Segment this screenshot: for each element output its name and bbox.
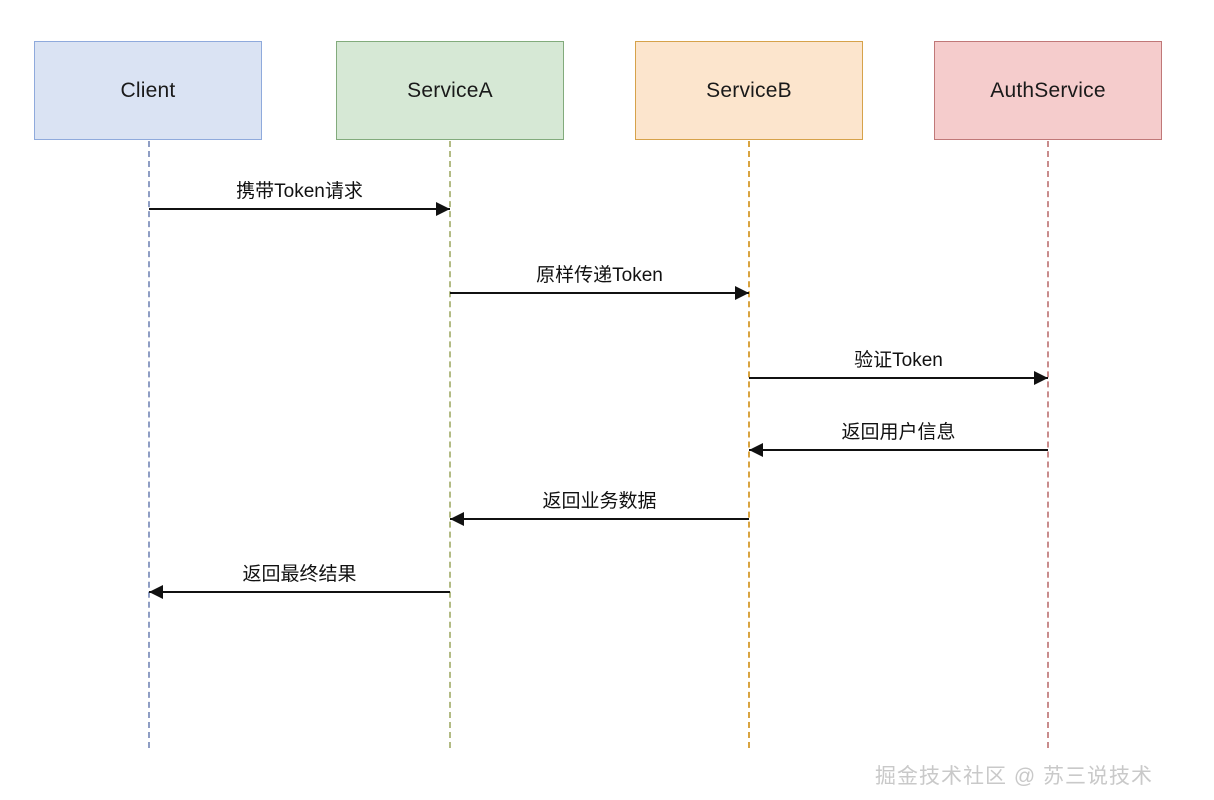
participant-label-serviceB: ServiceB	[706, 79, 792, 102]
watermark: 掘金技术社区 @ 苏三说技术	[875, 765, 1153, 788]
arrow-head-right-1	[436, 202, 450, 216]
message-line-5	[450, 518, 749, 520]
arrow-head-right-3	[1034, 371, 1048, 385]
lifeline-serviceA	[449, 141, 451, 748]
message-label-1: 携带Token请求	[236, 181, 363, 202]
arrow-head-left-6	[149, 585, 163, 599]
arrow-head-left-5	[450, 512, 464, 526]
lifeline-client	[148, 141, 150, 748]
message-line-6	[149, 591, 450, 593]
participant-label-authService: AuthService	[990, 79, 1106, 102]
message-label-3: 验证Token	[854, 350, 943, 371]
message-label-5: 返回业务数据	[542, 491, 657, 512]
participant-box-authService[interactable]: AuthService	[934, 41, 1162, 140]
participant-box-serviceA[interactable]: ServiceA	[336, 41, 564, 140]
message-line-1	[149, 208, 450, 210]
arrow-head-right-2	[735, 286, 749, 300]
message-line-4	[749, 449, 1048, 451]
message-line-3	[749, 377, 1048, 379]
participant-box-client[interactable]: Client	[34, 41, 262, 140]
participant-box-serviceB[interactable]: ServiceB	[635, 41, 863, 140]
lifeline-authService	[1047, 141, 1049, 748]
message-line-2	[450, 292, 749, 294]
arrow-head-left-4	[749, 443, 763, 457]
message-label-4: 返回用户信息	[841, 422, 956, 443]
message-label-6: 返回最终结果	[242, 564, 357, 585]
participant-label-serviceA: ServiceA	[407, 79, 493, 102]
message-label-2: 原样传递Token	[536, 265, 663, 286]
participant-label-client: Client	[120, 79, 176, 102]
